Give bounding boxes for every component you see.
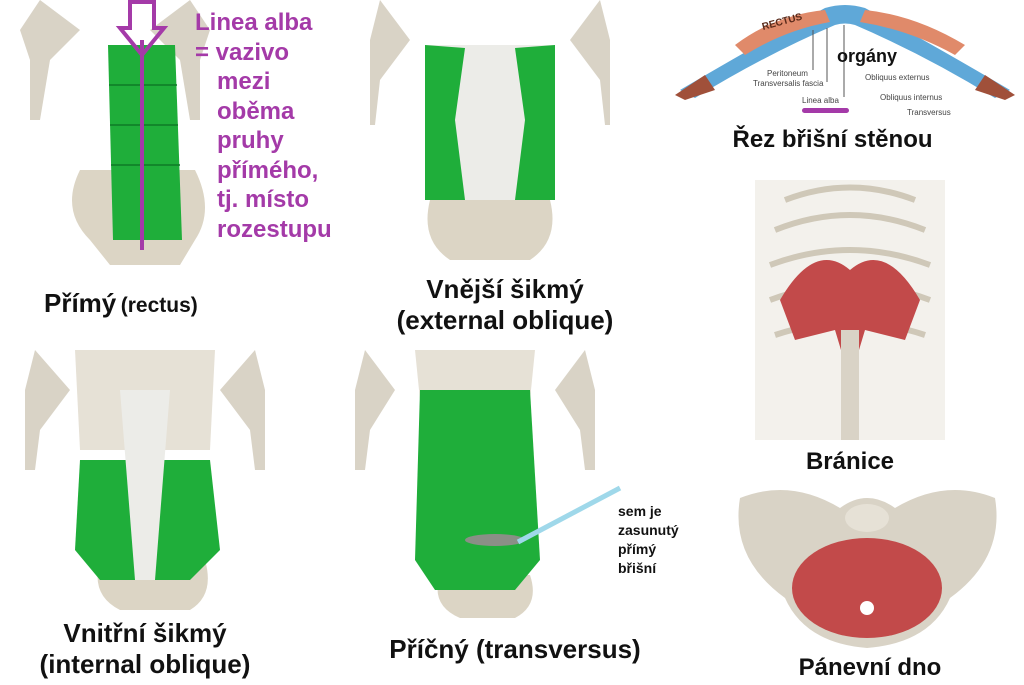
linea-alba-note: Linea alba = vazivo mezi oběma pruhy pří… <box>195 8 332 244</box>
external-oblique-illustration <box>370 0 610 260</box>
note-line: tj. místo <box>217 186 310 213</box>
note-line: břišní <box>618 560 657 576</box>
rectus-illustration <box>20 0 210 265</box>
diaphragm-caption: Bránice <box>755 448 945 477</box>
caption-title: Přímý <box>44 288 117 318</box>
caption-title: Vnější šikmý <box>426 274 584 304</box>
note-line: mezi <box>217 68 271 95</box>
transversus-illustration <box>355 350 595 618</box>
external-oblique-caption: Vnější šikmý (external oblique) <box>360 274 650 336</box>
linea-alba-label: Linea alba <box>802 96 839 105</box>
note-line: pruhy <box>217 127 284 154</box>
cross-section-caption: Řez břišní stěnou <box>690 126 975 155</box>
obliquus-externus-label: Obliquus externus <box>865 73 929 82</box>
internal-oblique-caption: Vnitřní šikmý (internal oblique) <box>10 618 280 680</box>
transversus-caption: Příčný (transversus) <box>360 634 670 665</box>
caption-title: Vnitřní šikmý <box>63 618 227 648</box>
caption-title: Příčný (transversus) <box>389 634 641 664</box>
note-line: Linea alba <box>195 9 313 36</box>
obliquus-internus-label: Obliquus internus <box>880 93 942 102</box>
note-line: rozestupu <box>217 215 332 243</box>
organs-label: orgány <box>837 46 897 66</box>
note-line: přímý <box>618 541 657 557</box>
internal-oblique-illustration <box>25 350 265 610</box>
transversalis-label: Transversalis fascia <box>753 79 824 88</box>
pelvic-floor-illustration <box>738 490 997 648</box>
cross-section-diagram: RECTUS orgány Peritoneum Transversalis f… <box>675 5 1015 117</box>
note-line: sem je <box>618 503 662 519</box>
caption-title: Řez břišní stěnou <box>732 126 933 153</box>
rectus-caption: Přímý (rectus) <box>44 288 198 319</box>
caption-subtitle: (internal oblique) <box>39 649 251 680</box>
caption-title: Pánevní dno <box>798 654 942 681</box>
pelvic-floor-caption: Pánevní dno <box>740 654 1000 683</box>
note-line: přímého, <box>217 156 319 184</box>
transversus-note: sem je zasunutý přímý břišní <box>618 502 679 578</box>
note-line: zasunutý <box>618 522 679 538</box>
caption-subtitle: (rectus) <box>120 294 198 317</box>
transversus-label: Transversus <box>907 108 951 117</box>
diaphragm-illustration <box>755 180 945 440</box>
caption-subtitle: (external oblique) <box>396 305 614 336</box>
note-line: oběma <box>217 97 295 125</box>
peritoneum-label: Peritoneum <box>767 69 808 78</box>
note-line: = vazivo <box>195 38 290 66</box>
pointer-line <box>516 485 622 545</box>
caption-title: Bránice <box>805 448 895 475</box>
